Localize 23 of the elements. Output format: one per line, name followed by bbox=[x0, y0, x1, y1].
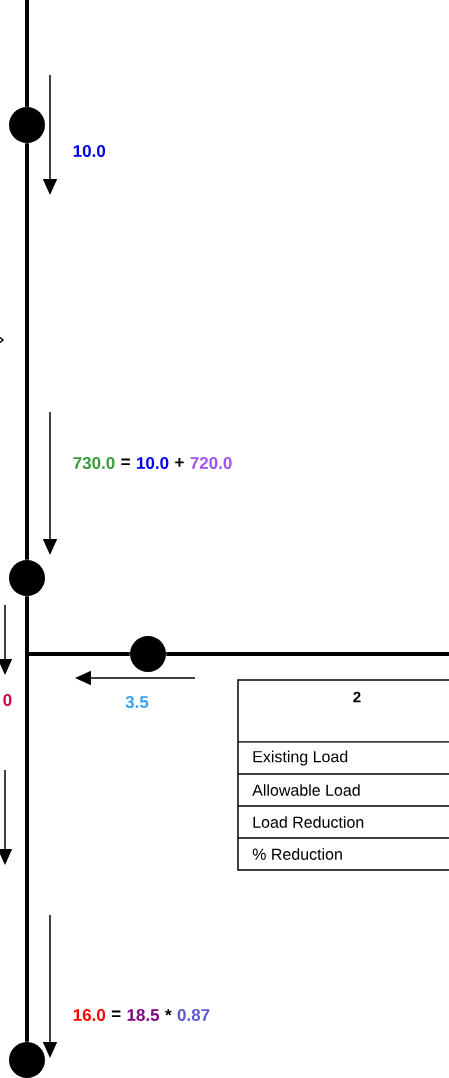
value-label: 720.0 bbox=[190, 457, 232, 470]
junction-dot bbox=[9, 1042, 45, 1078]
value-label: 0 bbox=[3, 694, 12, 707]
pipe-line bbox=[166, 652, 449, 656]
value-label: = bbox=[111, 1010, 121, 1017]
value-label: * bbox=[165, 1009, 172, 1016]
pipe-line bbox=[27, 652, 130, 656]
value-label: 10.0 bbox=[137, 457, 169, 470]
pipe-line bbox=[25, 596, 29, 1042]
junction-dot bbox=[130, 636, 166, 672]
value-label: 10.0 bbox=[73, 145, 106, 158]
junction-dot bbox=[9, 107, 45, 143]
pipe-line bbox=[25, 143, 29, 560]
data-table: 2 Existing Load Allowable Load Load Reduction % Reduction bbox=[237, 679, 449, 871]
value-label: 0.87 bbox=[177, 1009, 210, 1021]
value-label: = bbox=[121, 458, 130, 465]
value-label: 16.0 bbox=[73, 1009, 106, 1021]
pipe-line bbox=[25, 0, 29, 107]
junction-dot bbox=[9, 560, 45, 596]
value-label: 18.5 bbox=[127, 1009, 160, 1021]
value-label: 3.5 bbox=[125, 695, 149, 709]
value-label: + bbox=[175, 458, 184, 467]
value-label: 730.0 bbox=[73, 456, 115, 470]
